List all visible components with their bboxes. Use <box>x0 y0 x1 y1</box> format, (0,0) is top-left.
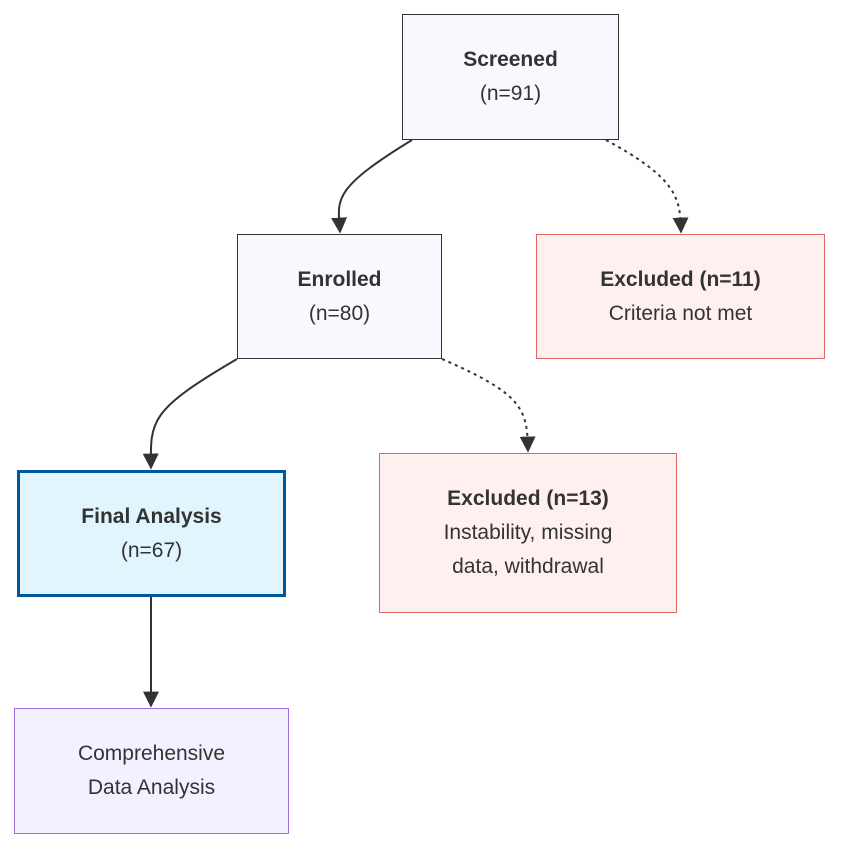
screened-node: Screened (n=91) <box>402 14 619 140</box>
excluded-criteria-node: Excluded (n=11) Criteria not met <box>536 234 825 359</box>
arrow-enrolled-to-excluded <box>441 358 536 453</box>
final-analysis-title: Final Analysis <box>81 504 222 528</box>
arrow-screened-to-excluded <box>605 139 689 234</box>
excluded-criteria-title: Excluded (n=11) <box>600 267 761 291</box>
arrow-enrolled-to-final-analysis <box>142 358 238 470</box>
arrow-screened-to-enrolled <box>331 139 413 234</box>
final-analysis-node: Final Analysis (n=67) <box>17 470 286 597</box>
excluded-instability-reason-line1: Instability, missing <box>443 521 613 544</box>
excluded-instability-node: Excluded (n=13) Instability, missing dat… <box>379 453 677 613</box>
final-analysis-count: (n=67) <box>120 538 183 562</box>
comprehensive-analysis-line1: Comprehensive <box>77 742 226 765</box>
excluded-criteria-reason: Criteria not met <box>608 301 753 325</box>
enrolled-count: (n=80) <box>308 301 371 325</box>
enrolled-node: Enrolled (n=80) <box>237 234 442 359</box>
comprehensive-analysis-node: Comprehensive Data Analysis <box>14 708 289 834</box>
screened-count: (n=91) <box>479 82 542 105</box>
screened-title: Screened <box>463 48 558 71</box>
comprehensive-analysis-line2: Data Analysis <box>87 776 216 799</box>
excluded-instability-title: Excluded (n=13) <box>447 487 609 510</box>
excluded-instability-reason-line2: data, withdrawal <box>452 555 604 578</box>
enrolled-title: Enrolled <box>297 267 382 291</box>
